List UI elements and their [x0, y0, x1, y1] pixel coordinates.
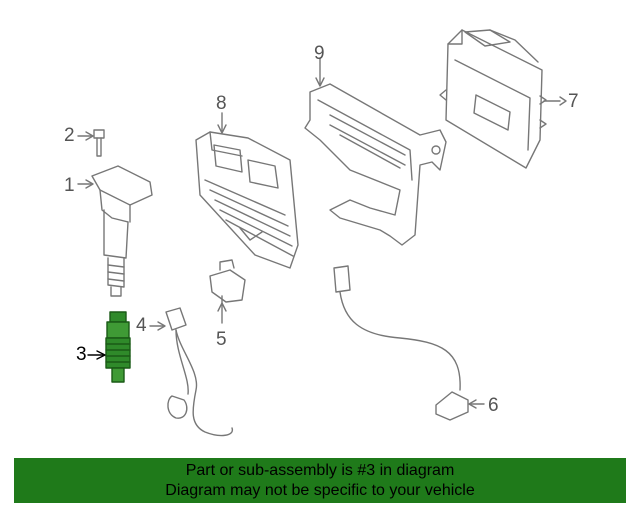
callout-2: 2 — [64, 125, 75, 146]
callout-4: 4 — [136, 315, 147, 336]
ecu-part-8 — [195, 112, 299, 269]
knock-sensor-part-4 — [149, 307, 234, 437]
ecm-part-7 — [439, 29, 567, 169]
callout-9: 9 — [314, 43, 325, 64]
callout-8: 8 — [216, 93, 227, 114]
parts-diagram — [77, 29, 567, 437]
info-banner: Part or sub-assembly is #3 in diagram Di… — [14, 458, 626, 503]
callout-1: 1 — [64, 175, 75, 196]
bracket-part-9 — [304, 57, 447, 246]
callout-6: 6 — [488, 395, 499, 416]
callout-7: 7 — [568, 91, 579, 112]
sensor-part-5 — [209, 259, 246, 324]
crank-sensor-part-6 — [333, 265, 485, 421]
spark-plug-part-3 — [87, 311, 131, 383]
ignition-coil-part-1 — [77, 165, 153, 297]
callout-3: 3 — [76, 344, 87, 365]
banner-line-disclaimer: Diagram may not be specific to your vehi… — [165, 482, 475, 499]
callout-5: 5 — [216, 329, 227, 350]
bolt-part-2 — [77, 129, 105, 157]
banner-line-part: Part or sub-assembly is #3 in diagram — [185, 462, 455, 479]
